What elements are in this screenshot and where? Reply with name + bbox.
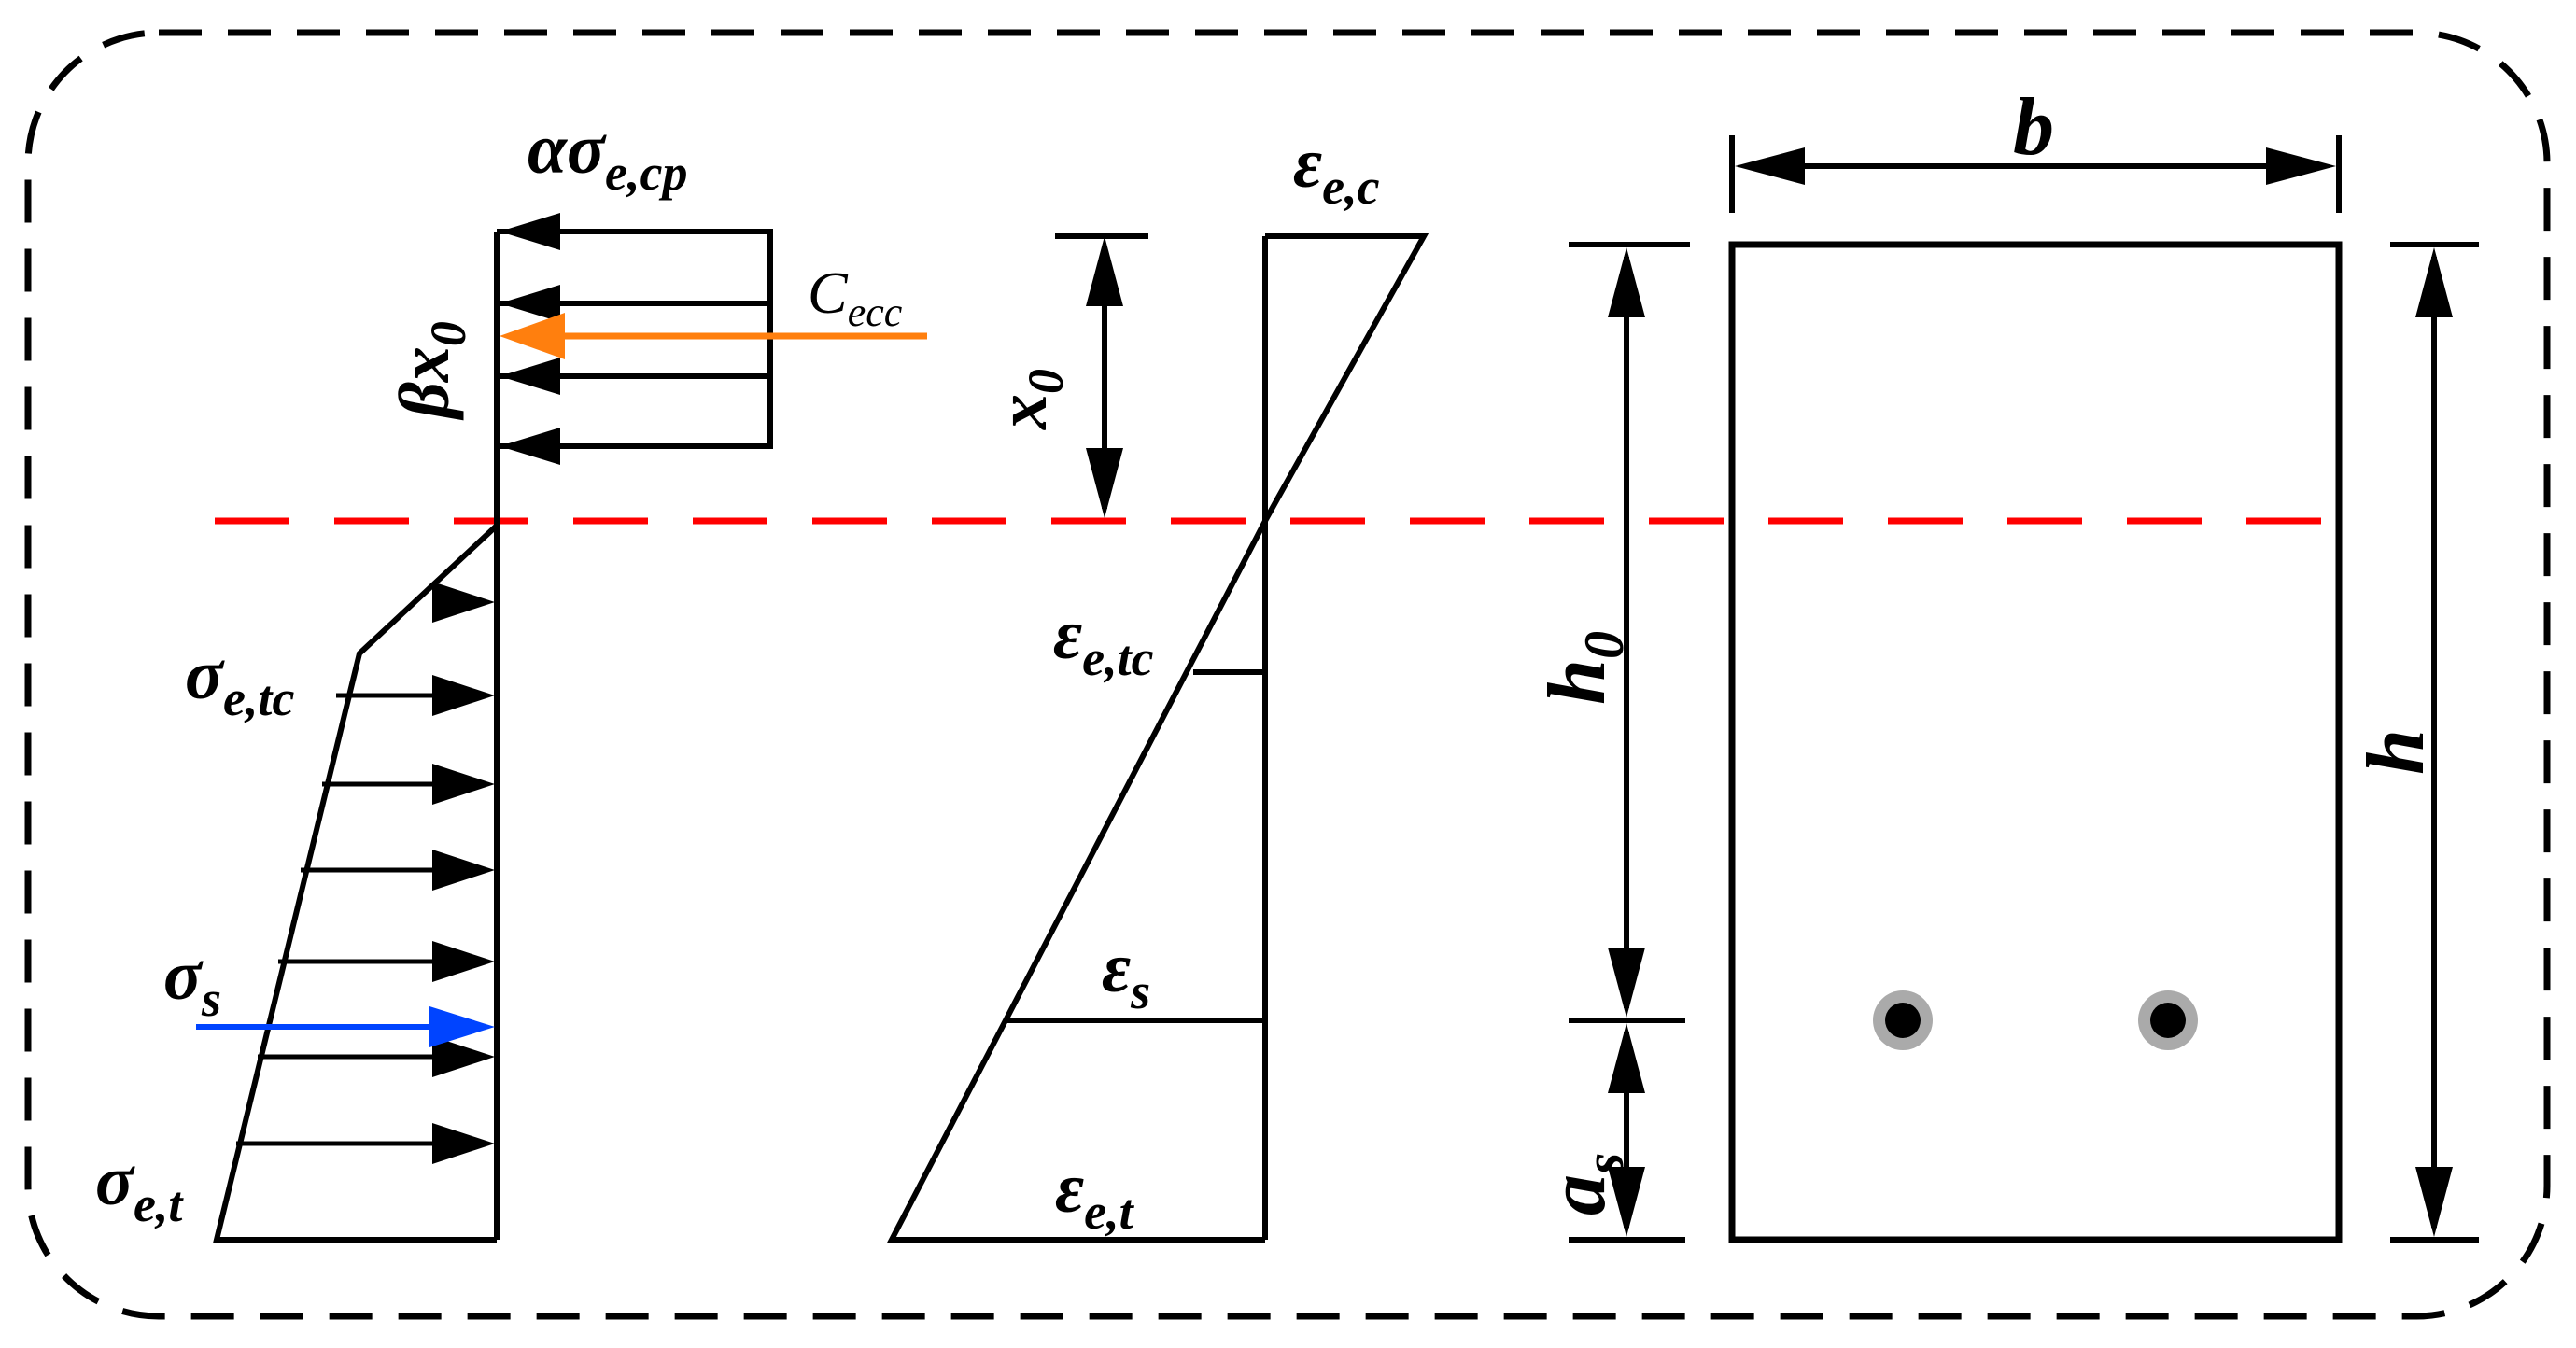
label-sigma-s: σs <box>163 936 221 1027</box>
tension-stress-profile <box>213 523 500 1243</box>
label-eps-ec: εe,c <box>1293 124 1380 215</box>
strain-bottom-profile <box>887 519 1268 1243</box>
cross-section-rect <box>1728 241 2343 1243</box>
tension-arrow-head <box>432 850 495 891</box>
label-eps-tc: εe,tc <box>1053 596 1154 686</box>
label-as: as <box>1532 1153 1635 1215</box>
label-h: h <box>2351 729 2442 775</box>
label-comp-stress: ασe,cp <box>528 110 687 201</box>
label-sigma-t: σe,t <box>95 1142 184 1232</box>
dashed-frame <box>24 29 2551 1320</box>
rebar <box>2150 1003 2186 1038</box>
label-x0: x0 <box>983 369 1074 430</box>
tension-arrow-head <box>432 1036 495 1077</box>
label-block-depth: βx0 <box>386 321 476 421</box>
rebar <box>1885 1003 1921 1038</box>
label-h0: h0 <box>1532 631 1635 705</box>
rebars <box>1873 990 2198 1050</box>
steel-force-arrow <box>196 1006 495 1047</box>
x0-dimension <box>1055 233 1148 518</box>
width-dimension <box>1729 135 2342 213</box>
tension-arrow-head <box>432 675 495 716</box>
tension-arrow-head <box>432 582 495 623</box>
cover-dimension <box>1608 1023 1645 1237</box>
compression-arrow-head <box>500 213 560 250</box>
stress-diagram <box>213 229 773 1243</box>
height-dimension <box>2390 242 2479 1243</box>
tension-arrow-head <box>432 764 495 805</box>
label-eps-s: εs <box>1102 929 1150 1019</box>
label-sigma-tc: σe,tc <box>185 636 294 726</box>
label-resultant: Cecc <box>808 260 903 335</box>
tension-arrows <box>236 582 495 1164</box>
strain-diagram <box>887 233 1429 1243</box>
tension-arrow-head <box>432 1123 495 1164</box>
label-eps-t: εe,t <box>1055 1149 1135 1240</box>
tension-arrow-head <box>432 941 495 982</box>
compression-arrow-head <box>500 358 560 395</box>
effective-depth-dimension <box>1569 242 1690 1243</box>
compression-resultant-arrow <box>500 313 927 359</box>
compression-arrows <box>500 213 770 465</box>
compression-arrow-head <box>500 428 560 465</box>
strain-top-profile <box>1262 233 1429 523</box>
label-b: b <box>2013 82 2054 173</box>
compression-arrow-head <box>500 285 560 322</box>
